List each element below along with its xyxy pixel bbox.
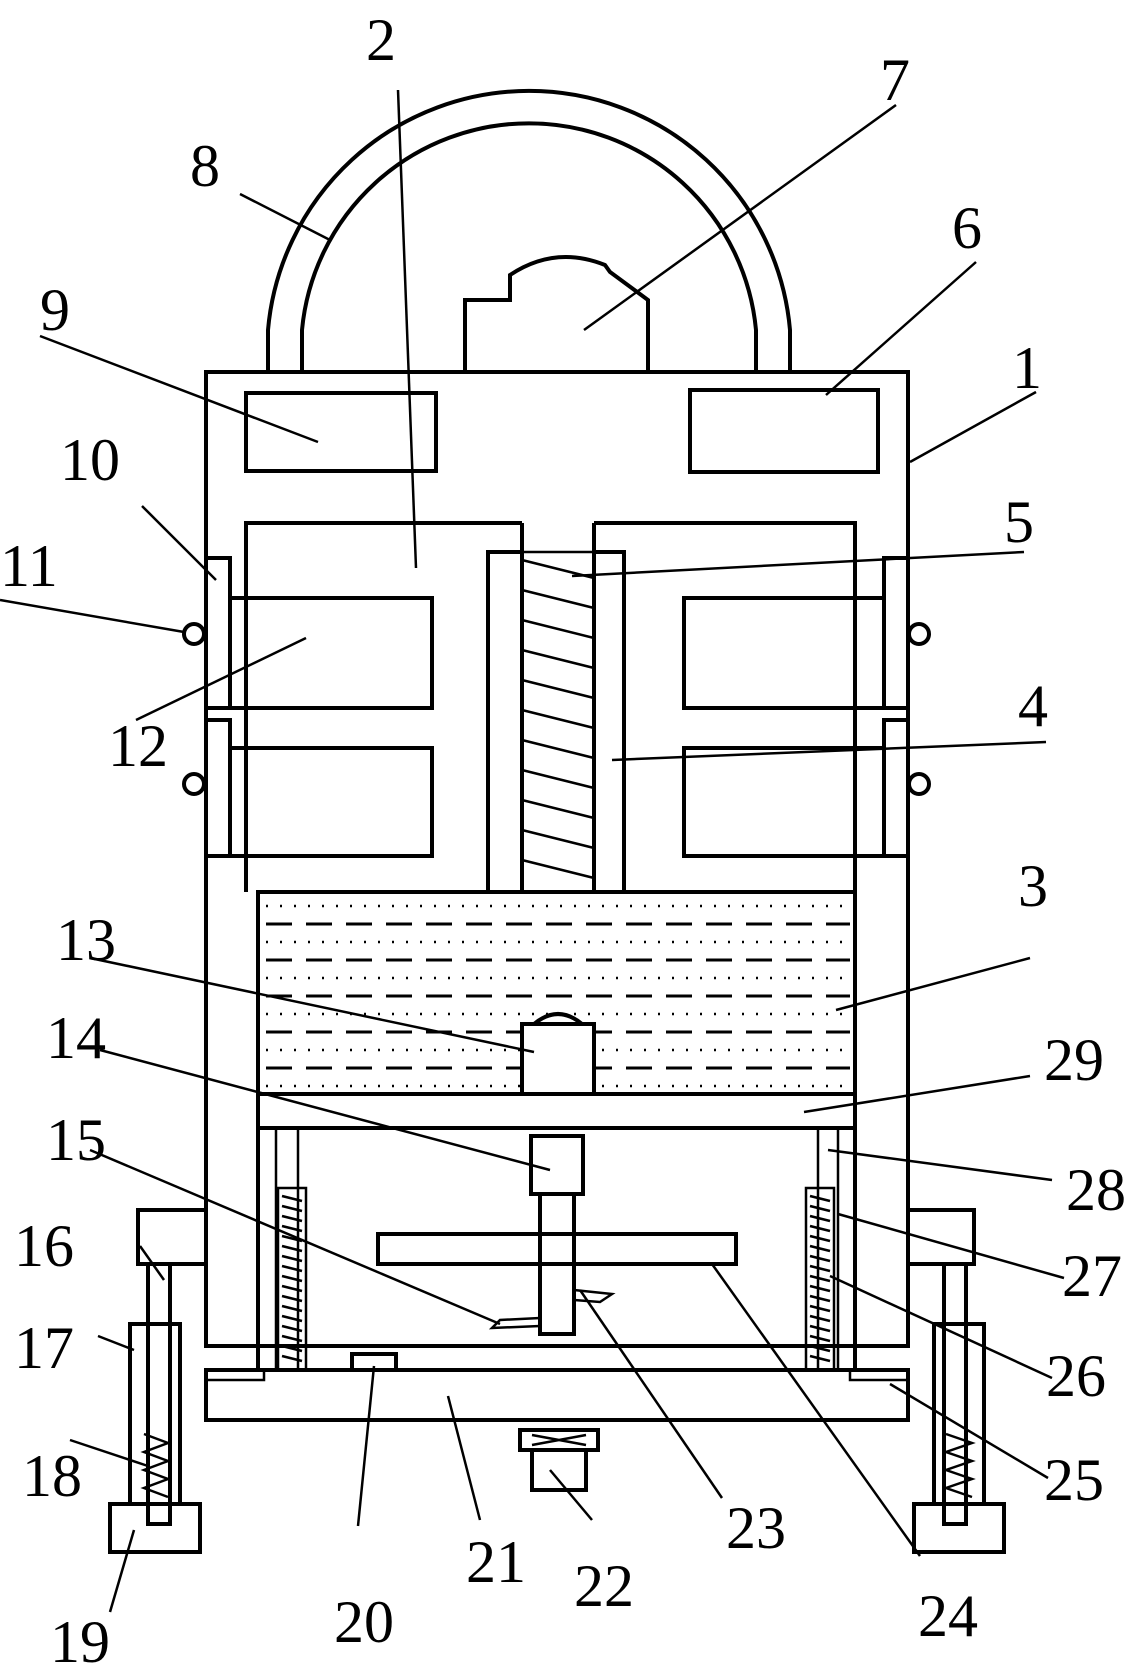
reference-numerals: 1 2 3 4 5 6 7 8 9 10 11 12 13 14 15 16 1… <box>0 7 1126 1667</box>
label-2: 2 <box>366 7 396 73</box>
right-top-box <box>688 388 880 474</box>
label-10: 10 <box>60 427 120 493</box>
label-15: 15 <box>46 1107 106 1173</box>
label-25: 25 <box>1044 1447 1104 1513</box>
label-27: 27 <box>1062 1243 1122 1309</box>
pressing-blocks <box>228 596 886 858</box>
label-7: 7 <box>880 47 910 113</box>
label-26: 26 <box>1046 1343 1106 1409</box>
label-11: 11 <box>0 533 58 599</box>
label-20: 20 <box>334 1589 394 1655</box>
label-28: 28 <box>1066 1157 1126 1223</box>
inner-springs <box>276 1186 836 1372</box>
stirring-assembly <box>376 1134 738 1336</box>
label-12: 12 <box>108 713 168 779</box>
outlet-valve <box>518 1428 600 1492</box>
label-29: 29 <box>1044 1027 1104 1093</box>
label-18: 18 <box>22 1443 82 1509</box>
label-1: 1 <box>1012 335 1042 401</box>
screw-column <box>486 523 626 894</box>
base <box>204 1352 910 1422</box>
top-motor <box>463 255 650 374</box>
filter-layer <box>256 890 857 1096</box>
inner-chamber <box>244 521 857 892</box>
support-plate <box>256 1092 857 1130</box>
label-4: 4 <box>1018 673 1048 739</box>
label-5: 5 <box>1004 489 1034 555</box>
label-23: 23 <box>726 1495 786 1561</box>
label-24: 24 <box>918 1583 978 1649</box>
label-13: 13 <box>56 907 116 973</box>
label-16: 16 <box>14 1213 74 1279</box>
label-6: 6 <box>952 195 982 261</box>
right-leg <box>906 1208 1006 1554</box>
leader-lines <box>0 89 1065 1613</box>
main-housing <box>204 370 910 1348</box>
label-17: 17 <box>14 1315 74 1381</box>
left-top-box <box>244 391 438 473</box>
left-leg <box>108 1208 208 1554</box>
label-3: 3 <box>1018 853 1048 919</box>
label-21: 21 <box>466 1529 526 1595</box>
label-19: 19 <box>50 1609 110 1667</box>
label-8: 8 <box>190 133 220 199</box>
label-9: 9 <box>40 277 70 343</box>
label-14: 14 <box>46 1005 106 1071</box>
label-22: 22 <box>574 1553 634 1619</box>
